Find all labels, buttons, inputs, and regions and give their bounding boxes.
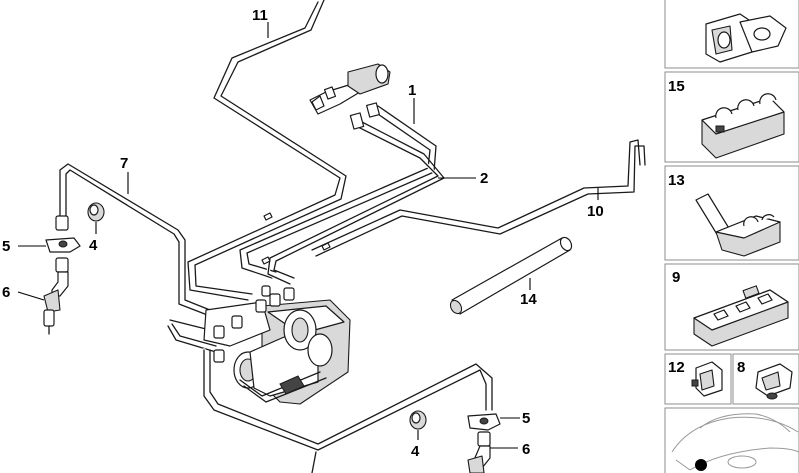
- double-clip-illustration: [705, 13, 787, 63]
- callout-2: 2: [480, 170, 488, 187]
- side-panel-9: 9: [664, 263, 799, 351]
- protective-hose-14: [449, 236, 573, 315]
- side-panel-9-number: 9: [672, 269, 680, 286]
- small-clip-8-illustration: [755, 363, 793, 400]
- brake-line-11: [186, 0, 347, 302]
- side-panel-8-number: 8: [737, 359, 745, 376]
- callout-numbers: 11 1 2 7 4 5 6 10 14 4 5 6: [2, 7, 604, 460]
- left-small-parts: [43, 202, 105, 335]
- brake-line-10: [310, 138, 646, 257]
- bracket-clip-illustration: [695, 193, 781, 257]
- callout-5-lower: 5: [522, 410, 530, 427]
- master-cylinder-fittings: [309, 63, 391, 130]
- triple-clip-illustration: [701, 93, 785, 159]
- lower-small-parts: [409, 410, 501, 473]
- side-panel-top: [664, 0, 799, 69]
- brake-line-lower: [202, 348, 493, 473]
- line-clip: [263, 212, 273, 221]
- brake-line-2: [266, 121, 445, 286]
- side-panel-13-number: 13: [668, 172, 685, 189]
- side-panel-12: 12: [664, 353, 732, 405]
- line-fitting: [55, 215, 69, 231]
- callout-1: 1: [408, 82, 416, 99]
- side-panels: 15 13 9: [664, 0, 799, 473]
- callout-4-lower: 4: [411, 443, 420, 460]
- line-clip: [261, 256, 271, 265]
- multi-clip-illustration: [693, 285, 789, 347]
- side-panel-12-number: 12: [668, 359, 685, 376]
- grommet-4-upper: [87, 202, 105, 222]
- brake-hose-6-upper: [43, 257, 69, 335]
- callout-6-upper: 6: [2, 284, 10, 301]
- callout-4-upper: 4: [89, 237, 98, 254]
- vehicle-location-panel: [664, 407, 799, 473]
- brake-lines: [58, 0, 646, 473]
- brake-hose-6-lower: [467, 431, 491, 473]
- brake-line-7: [58, 162, 217, 353]
- side-panel-8: 8: [732, 353, 799, 405]
- side-panel-13: 13: [664, 165, 799, 261]
- callout-14: 14: [520, 291, 537, 308]
- side-panel-15-number: 15: [668, 78, 685, 95]
- callout-7: 7: [120, 155, 128, 172]
- callout-10: 10: [587, 203, 604, 220]
- callout-6-lower: 6: [522, 441, 530, 458]
- callout-11: 11: [252, 7, 268, 24]
- side-panel-15: 15: [664, 71, 799, 163]
- location-marker-icon: [695, 459, 707, 471]
- grommet-4-lower: [409, 410, 427, 430]
- callout-leaders: [17, 22, 599, 449]
- line-clip: [321, 242, 331, 251]
- callout-5-upper: 5: [2, 238, 10, 255]
- brake-line-1: [238, 105, 437, 280]
- small-clip-12-illustration: [691, 361, 723, 397]
- hydraulic-unit: [203, 285, 351, 405]
- car-silhouette-illustration: [671, 413, 799, 471]
